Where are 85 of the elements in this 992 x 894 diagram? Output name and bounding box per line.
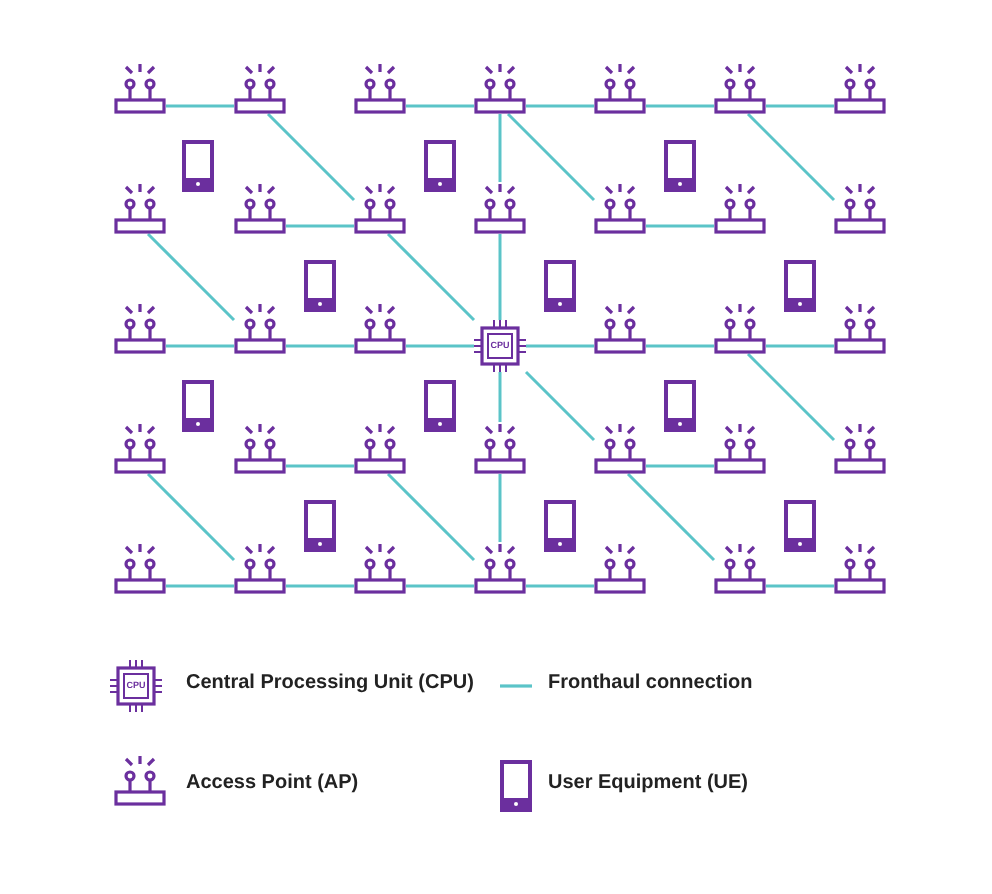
fronthaul-line <box>286 584 354 588</box>
fronthaul-line <box>406 104 474 108</box>
access-point-icon <box>234 302 286 354</box>
fronthaul-line <box>498 474 502 542</box>
access-point-icon <box>354 542 406 594</box>
phone-icon <box>304 260 336 312</box>
access-point-icon <box>834 182 886 234</box>
fronthaul-line <box>266 112 356 202</box>
access-point-icon <box>354 302 406 354</box>
access-point-icon <box>594 422 646 474</box>
access-point-icon <box>114 62 166 114</box>
phone-icon <box>784 500 816 552</box>
access-point-icon <box>714 422 766 474</box>
fronthaul-line <box>524 370 596 442</box>
phone-icon <box>784 260 816 312</box>
access-point-icon <box>114 542 166 594</box>
phone-icon <box>544 260 576 312</box>
access-point-icon <box>114 182 166 234</box>
access-point-icon <box>594 182 646 234</box>
cpu-chip <box>474 320 526 372</box>
access-point-icon <box>474 182 526 234</box>
access-point-icon <box>234 182 286 234</box>
access-point-icon <box>714 302 766 354</box>
fronthaul-line <box>746 352 836 442</box>
fronthaul-line <box>286 224 354 228</box>
access-point-icon <box>834 422 886 474</box>
fronthaul-line <box>526 344 594 348</box>
access-point-icon <box>834 302 886 354</box>
fronthaul-line <box>146 232 236 322</box>
fronthaul-line <box>286 344 354 348</box>
legend-label: User Equipment (UE) <box>548 772 749 794</box>
phone-icon <box>424 140 456 192</box>
fronthaul-line <box>498 114 502 182</box>
fronthaul-line <box>646 464 714 468</box>
fronthaul-line <box>498 234 502 320</box>
access-point-icon <box>114 422 166 474</box>
fronthaul-line <box>166 104 234 108</box>
fronthaul-line <box>646 224 714 228</box>
fronthaul-line <box>506 112 596 202</box>
fronthaul-line <box>766 584 834 588</box>
fronthaul-line <box>498 372 502 422</box>
phone-icon <box>544 500 576 552</box>
fronthaul-line <box>386 232 476 322</box>
access-point-icon <box>834 62 886 114</box>
fronthaul-line <box>646 104 714 108</box>
access-point-icon <box>354 62 406 114</box>
phone-icon <box>304 500 336 552</box>
access-point-icon <box>354 182 406 234</box>
phone-icon <box>664 380 696 432</box>
fronthaul-line <box>406 584 474 588</box>
fronthaul-line <box>526 584 594 588</box>
access-point-icon <box>714 62 766 114</box>
access-point-icon <box>594 542 646 594</box>
legend-label: Fronthaul connection <box>548 672 753 694</box>
access-point-icon <box>834 542 886 594</box>
fronthaul-line <box>626 472 716 562</box>
fronthaul-line <box>406 344 474 348</box>
access-point-icon <box>594 62 646 114</box>
access-point-icon <box>714 542 766 594</box>
phone-icon <box>664 140 696 192</box>
access-point-icon <box>234 542 286 594</box>
access-point-icon <box>234 62 286 114</box>
fronthaul-line <box>146 472 236 562</box>
access-point-icon <box>354 422 406 474</box>
fronthaul-line <box>646 344 714 348</box>
access-point-icon <box>474 422 526 474</box>
legend-label: Access Point (AP) <box>186 772 359 794</box>
phone-icon <box>182 380 214 432</box>
fronthaul-line <box>766 104 834 108</box>
access-point-icon <box>474 62 526 114</box>
fronthaul-line <box>746 112 836 202</box>
fronthaul-line <box>286 464 354 468</box>
phone-icon <box>182 140 214 192</box>
phone-icon <box>424 380 456 432</box>
legend-label: Central Processing Unit (CPU) <box>186 672 474 694</box>
access-point-icon <box>234 422 286 474</box>
access-point-icon <box>114 302 166 354</box>
fronthaul-line <box>526 104 594 108</box>
access-point-icon <box>714 182 766 234</box>
fronthaul-line <box>166 584 234 588</box>
fronthaul-line <box>386 472 476 562</box>
fronthaul-line <box>766 344 834 348</box>
access-point-icon <box>474 542 526 594</box>
access-point-icon <box>594 302 646 354</box>
fronthaul-line <box>166 344 234 348</box>
